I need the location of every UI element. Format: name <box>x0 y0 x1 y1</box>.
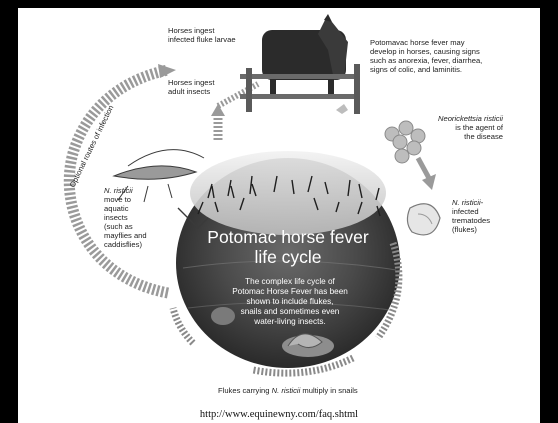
source-url: http://www.equinewny.com/faq.shtml <box>18 409 540 420</box>
label-horses-ingest-larvae: Horses ingest infected fluke larvae <box>168 26 236 44</box>
inner-text-line: water-living insects. <box>253 317 325 326</box>
diagram-slide: Potomac horse fever life cycle The compl… <box>18 8 540 423</box>
horse-icon <box>262 14 348 98</box>
label-agent: Neorickettsia risticii is the agent of t… <box>438 114 503 141</box>
fluke-icon <box>407 204 440 235</box>
inner-text-line: Potomac Horse Fever has been <box>232 287 348 296</box>
label-insects: N. risticii move to aquatic insects (suc… <box>104 186 147 249</box>
label-snails: Flukes carrying N. risticii multiply in … <box>218 386 358 395</box>
arc-arrowhead-icon <box>158 64 176 78</box>
label-pf-signs: Potomavac horse fever may develop in hor… <box>370 38 482 74</box>
inner-text-line: shown to include flukes, <box>247 297 334 306</box>
inner-text-line: snails and sometimes even <box>241 307 340 316</box>
label-horses-ingest-adult: Horses ingest adult insects <box>168 78 214 96</box>
inner-text-line: The complex life cycle of <box>245 277 335 286</box>
diagram-title-line2: life cycle <box>254 247 321 267</box>
bacteria-cluster-icon <box>385 121 425 163</box>
diagram-title-line1: Potomac horse fever <box>207 227 369 247</box>
optional-routes-arc <box>69 70 168 293</box>
label-trematodes: N. risticii- infected trematodes (flukes… <box>452 198 490 234</box>
